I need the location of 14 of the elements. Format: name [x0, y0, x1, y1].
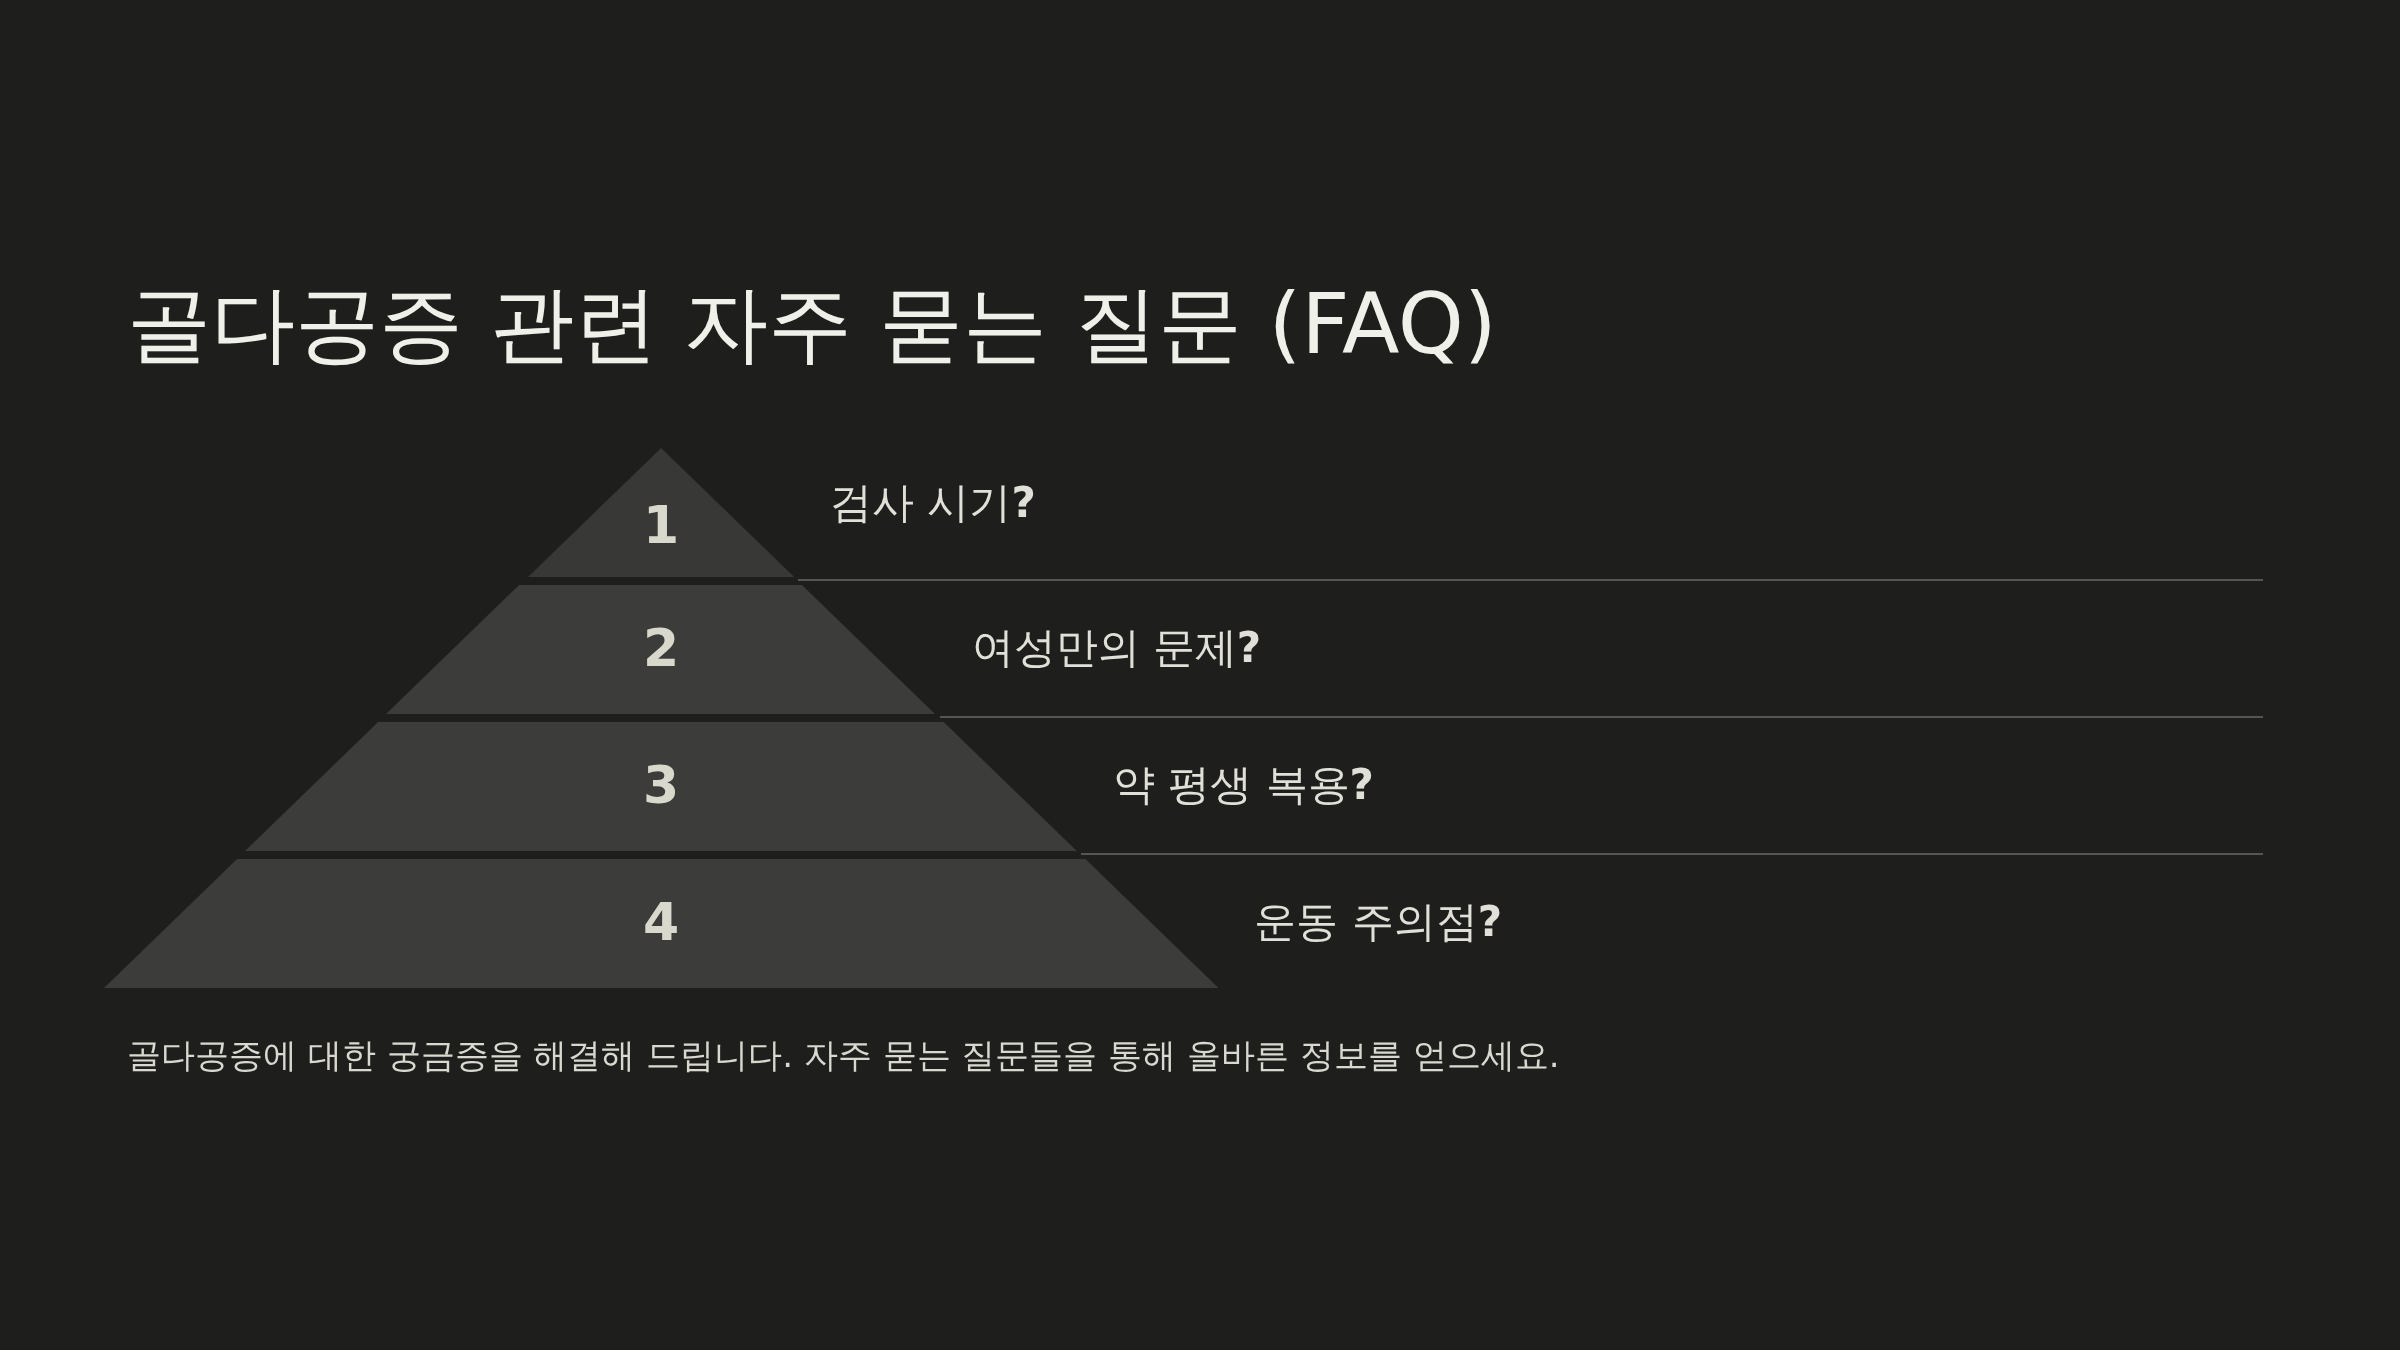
pyramid-tier [386, 585, 936, 714]
question-text: 검사 시기? [830, 476, 1036, 529]
tier-number: 4 [641, 891, 681, 952]
question-text: 운동 주의점? [1254, 895, 1502, 948]
pyramid-tier [245, 722, 1077, 851]
question-text: 약 평생 복용? [1112, 758, 1374, 811]
pyramid-tier [103, 859, 1219, 988]
tier-number: 3 [641, 754, 681, 815]
caption-text: 골다공증에 대한 궁금증을 해결해 드립니다. 자주 묻는 질문들을 통해 올바른 정보를 얻으세요. [127, 1034, 1560, 1077]
tier-number: 2 [641, 617, 681, 678]
pyramid-tier [527, 448, 795, 577]
tier-number: 1 [641, 494, 681, 555]
slide-title: 골다공증 관련 자주 묻는 질문 (FAQ) [127, 274, 1497, 375]
question-text: 여성만의 문제? [971, 621, 1262, 674]
